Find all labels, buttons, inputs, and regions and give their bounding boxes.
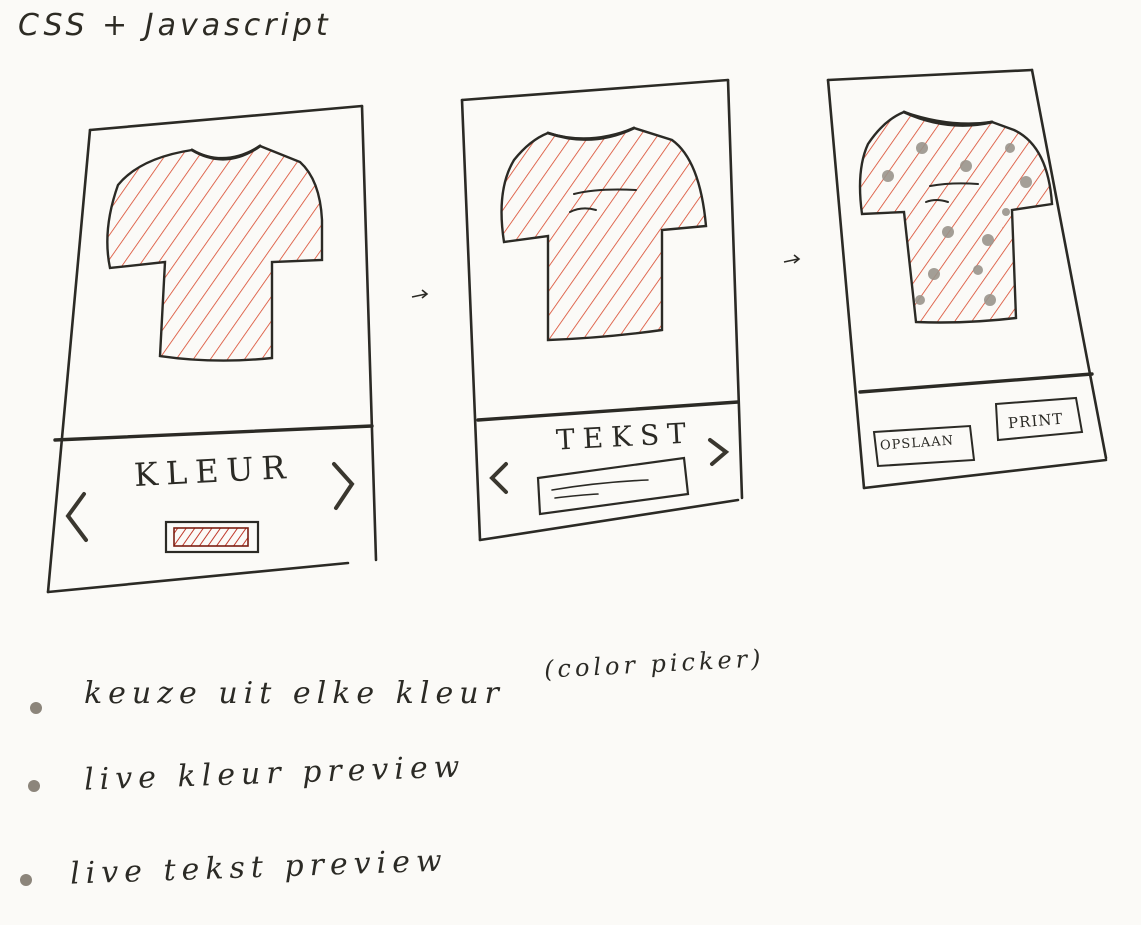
flow-arrow-icon bbox=[411, 289, 429, 299]
shirt-text-line bbox=[573, 188, 637, 195]
panel-kleur bbox=[46, 104, 378, 594]
panel-frame-bottom bbox=[478, 498, 740, 542]
panel-actions bbox=[826, 68, 1108, 490]
save-button-frame bbox=[872, 424, 976, 468]
flow-arrow-icon bbox=[783, 254, 801, 264]
panel-divider bbox=[858, 372, 1094, 394]
shirt-text-line bbox=[929, 182, 979, 187]
panel-frame-left bbox=[460, 98, 482, 542]
tshirt-icon bbox=[500, 126, 708, 342]
tshirt-icon bbox=[106, 144, 324, 362]
chevron-right-icon[interactable] bbox=[708, 438, 730, 466]
panel-frame-bottom bbox=[46, 561, 350, 594]
chevron-left-icon[interactable] bbox=[489, 462, 508, 494]
panel-frame-right bbox=[1030, 68, 1108, 460]
chevron-right-icon[interactable] bbox=[332, 462, 355, 510]
panel-divider bbox=[53, 424, 374, 442]
text-input-frame[interactable] bbox=[536, 456, 690, 516]
pattern-spots bbox=[882, 142, 1032, 306]
panel-frame-left bbox=[46, 128, 92, 594]
page-title: CSS + Javascript bbox=[18, 8, 332, 43]
bullet-icon bbox=[20, 874, 32, 886]
panel-frame-bottom bbox=[862, 458, 1108, 490]
panel-frame-left bbox=[826, 78, 866, 490]
tshirt-icon bbox=[858, 110, 1054, 324]
color-swatch bbox=[173, 527, 249, 547]
panel-frame-top bbox=[460, 78, 730, 102]
bullet-icon bbox=[28, 780, 40, 792]
panel-frame-right bbox=[360, 104, 378, 562]
print-button-frame bbox=[994, 396, 1084, 442]
panel-tekst bbox=[460, 78, 744, 542]
note-color-choice: keuze uit elke kleur bbox=[84, 676, 505, 711]
bullet-icon bbox=[30, 702, 42, 714]
panel-frame-top bbox=[826, 68, 1034, 82]
panel-frame-right bbox=[726, 78, 744, 500]
panel-frame-top bbox=[88, 104, 364, 132]
chevron-left-icon[interactable] bbox=[65, 492, 88, 542]
panel-divider bbox=[476, 400, 740, 422]
color-swatch-frame bbox=[164, 520, 260, 554]
